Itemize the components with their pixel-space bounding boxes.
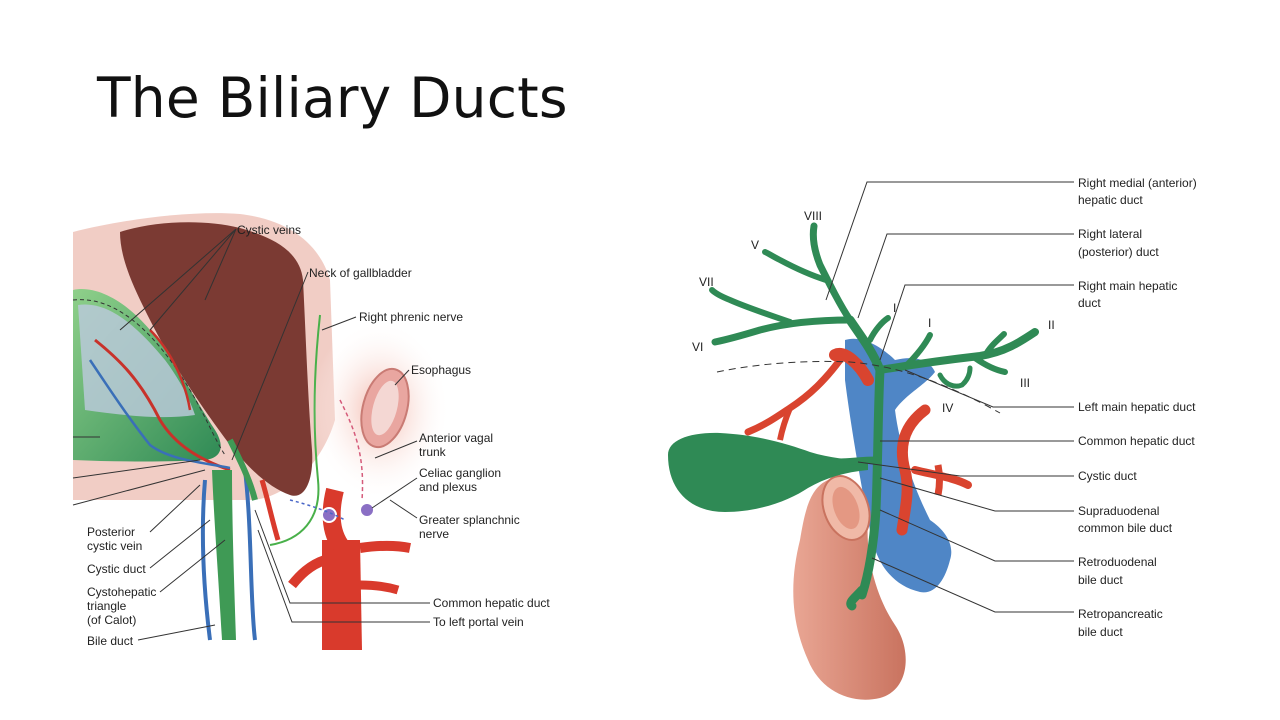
label-right-main-1: Right main hepatic (1078, 279, 1177, 293)
segment-viii: VIII (804, 209, 822, 223)
label-posterior-cystic-2: cystic vein (87, 539, 142, 553)
leader-splanchnic (390, 500, 417, 518)
right-figure: VIII V VII VI I I II III IV Right medial… (668, 176, 1197, 700)
segment-v: V (751, 238, 759, 252)
label-greater-splanchnic-2: nerve (419, 527, 449, 541)
label-retroduodenal-2: bile duct (1078, 573, 1123, 587)
label-cystic-duct-left: Cystic duct (87, 562, 146, 576)
celiac-ganglion-right (360, 503, 374, 517)
leader-cystohepatic (160, 540, 225, 592)
leader-bile-duct (138, 625, 215, 640)
label-right-lateral-2: (posterior) duct (1078, 245, 1159, 259)
portal-vein-left (203, 480, 210, 640)
label-retropancreatic-1: Retropancreatic (1078, 607, 1163, 621)
celiac-ganglion-left (322, 508, 336, 522)
label-cystohepatic-2: triangle (87, 599, 127, 613)
artery-branch-left (748, 360, 840, 432)
left-main-duct (880, 332, 1035, 370)
segment-iii: III (1020, 376, 1030, 390)
label-anterior-vagal-2: trunk (419, 445, 447, 459)
cystic-duct-right (840, 460, 876, 462)
label-posterior-cystic-1: Posterior (87, 525, 135, 539)
label-right-lateral-1: Right lateral (1078, 227, 1142, 241)
segment-iv: IV (942, 401, 953, 415)
segment-iv-branch (940, 368, 970, 386)
label-retropancreatic-2: bile duct (1078, 625, 1123, 639)
aorta (322, 540, 362, 650)
label-retroduodenal-1: Retroduodenal (1078, 555, 1157, 569)
segment-i-b: I (928, 316, 931, 330)
left-figure: Cystic veins Neck of gallbladder Right p… (73, 213, 550, 650)
label-cystic-duct-right: Cystic duct (1078, 469, 1137, 483)
label-cystohepatic-3: (of Calot) (87, 613, 136, 627)
label-neck-of-gallbladder: Neck of gallbladder (309, 266, 412, 280)
leader-right-main (880, 285, 1074, 360)
label-to-left-portal-vein: To left portal vein (433, 615, 524, 629)
label-bile-duct: Bile duct (87, 634, 134, 648)
label-common-hepatic-duct-left: Common hepatic duct (433, 596, 550, 610)
label-right-medial-1: Right medial (anterior) (1078, 176, 1197, 190)
label-common-hepatic-right: Common hepatic duct (1078, 434, 1195, 448)
label-right-main-2: duct (1078, 296, 1101, 310)
label-right-phrenic-nerve: Right phrenic nerve (359, 310, 463, 324)
right-medial-duct (813, 226, 850, 320)
splenic-artery (360, 546, 410, 548)
label-anterior-vagal-1: Anterior vagal (419, 431, 493, 445)
label-greater-splanchnic-1: Greater splanchnic (419, 513, 520, 527)
label-celiac-1: Celiac ganglion (419, 466, 501, 480)
renal-branch-right (360, 585, 398, 590)
label-left-main: Left main hepatic duct (1078, 400, 1196, 414)
segment-iii-branch (975, 358, 1005, 372)
segment-vii-branch (712, 290, 790, 322)
label-esophagus: Esophagus (411, 363, 471, 377)
caudate-branch (870, 318, 888, 340)
label-supraduodenal-1: Supraduodenal (1078, 504, 1159, 518)
label-cystohepatic-1: Cystohepatic (87, 585, 156, 599)
segment-vii: VII (699, 275, 714, 289)
leader-right-medial (826, 182, 1074, 300)
label-cystic-veins: Cystic veins (237, 223, 301, 237)
segment-vi: VI (692, 340, 703, 354)
segment-ii: II (1048, 318, 1055, 332)
artery-stub (938, 465, 940, 495)
label-celiac-2: and plexus (419, 480, 477, 494)
hepatic-artery (292, 560, 325, 585)
label-supraduodenal-2: common bile duct (1078, 521, 1173, 535)
leader-right-lateral (858, 234, 1074, 318)
label-right-medial-2: hepatic duct (1078, 193, 1143, 207)
right-lateral-duct (715, 320, 850, 342)
